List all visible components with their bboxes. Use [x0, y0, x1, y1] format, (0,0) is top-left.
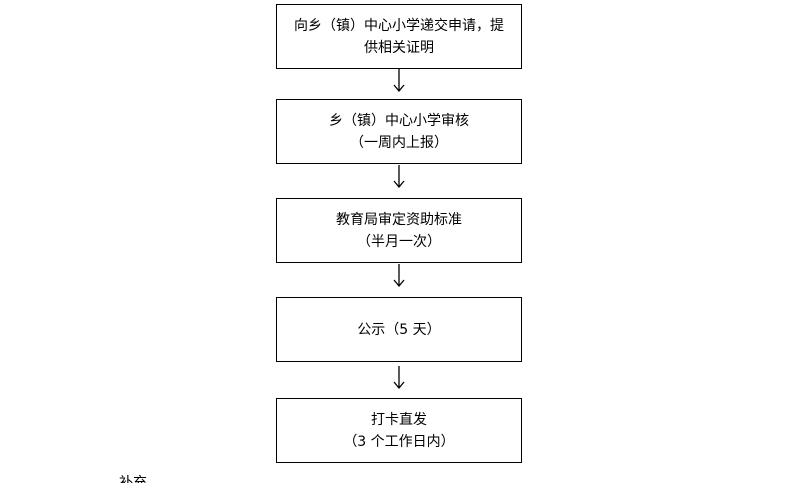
step-direct-payment: 打卡直发 （3 个工作日内） — [276, 398, 522, 463]
step-text-line: 公示（5 天） — [357, 321, 441, 338]
step-text-line: （半月一次） — [357, 233, 441, 250]
step-township-review: 乡（镇）中心小学审核 （一周内上报） — [276, 99, 522, 164]
step-text-line: （一周内上报） — [350, 134, 448, 151]
step-text-line: 供相关证明 — [364, 39, 434, 56]
step-text-line: 乡（镇）中心小学审核 — [329, 112, 469, 129]
step-text-line: 打卡直发 — [371, 411, 427, 428]
footer-text-fragment: 补充 — [119, 475, 147, 483]
step-text-line: 向乡（镇）中心小学递交申请，提 — [294, 17, 504, 34]
flow-arrow — [391, 69, 407, 93]
step-public-notice: 公示（5 天） — [276, 297, 522, 362]
step-text-line: 教育局审定资助标准 — [336, 211, 462, 228]
step-text-line: （3 个工作日内） — [343, 433, 455, 450]
step-submit-application: 向乡（镇）中心小学递交申请，提 供相关证明 — [276, 4, 522, 69]
step-education-bureau-approval: 教育局审定资助标准 （半月一次） — [276, 198, 522, 263]
flow-arrow — [391, 165, 407, 189]
flow-arrow — [391, 264, 407, 288]
flow-arrow — [391, 366, 407, 390]
